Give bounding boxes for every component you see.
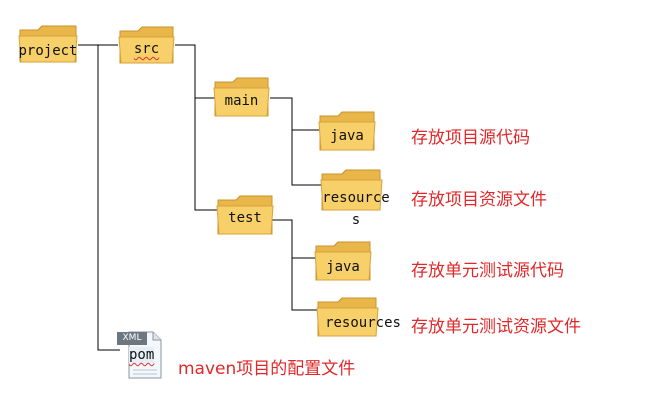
folder-icon: [213, 77, 270, 117]
folder-main[interactable]: main: [213, 76, 270, 118]
xml-badge: XML: [117, 332, 147, 345]
folder-icon: [316, 297, 379, 337]
folder-label-test-java: java: [326, 259, 360, 275]
folder-icon: [320, 169, 383, 211]
folder-main-java[interactable]: java: [318, 110, 376, 152]
folder-label-test: test: [228, 210, 262, 226]
folder-label-main-resources: resource: [322, 190, 390, 206]
note-test-java: 存放单元测试源代码: [411, 261, 564, 281]
folder-test-resources[interactable]: resources: [316, 296, 404, 338]
folder-icon: [216, 195, 274, 235]
folder-label-src: src: [133, 41, 160, 57]
note-main-resources: 存放项目资源文件: [411, 190, 547, 210]
folder-test-java[interactable]: java: [314, 240, 372, 282]
folder-project[interactable]: project: [18, 24, 78, 64]
folder-label-main: main: [224, 93, 259, 109]
folder-main-resources[interactable]: resource s: [320, 168, 400, 227]
folder-label-project: project: [18, 43, 78, 59]
pom-xml-file[interactable]: XML pom: [117, 330, 169, 380]
folder-label-main-resources-wrap: s: [351, 212, 361, 228]
folder-label-test-resources: resources: [325, 315, 401, 331]
folder-src[interactable]: src: [118, 25, 175, 65]
folder-icon: [118, 26, 175, 64]
note-main-java: 存放项目源代码: [411, 128, 530, 148]
file-label-pom: pom: [129, 347, 155, 363]
folder-label-main-java: java: [330, 128, 364, 144]
folder-icon: [314, 241, 372, 281]
folder-icon: [18, 25, 78, 63]
note-test-resources: 存放单元测试资源文件: [411, 317, 581, 337]
folder-test[interactable]: test: [216, 194, 274, 236]
folder-icon: [318, 111, 376, 151]
note-pom: maven项目的配置文件: [178, 359, 356, 379]
